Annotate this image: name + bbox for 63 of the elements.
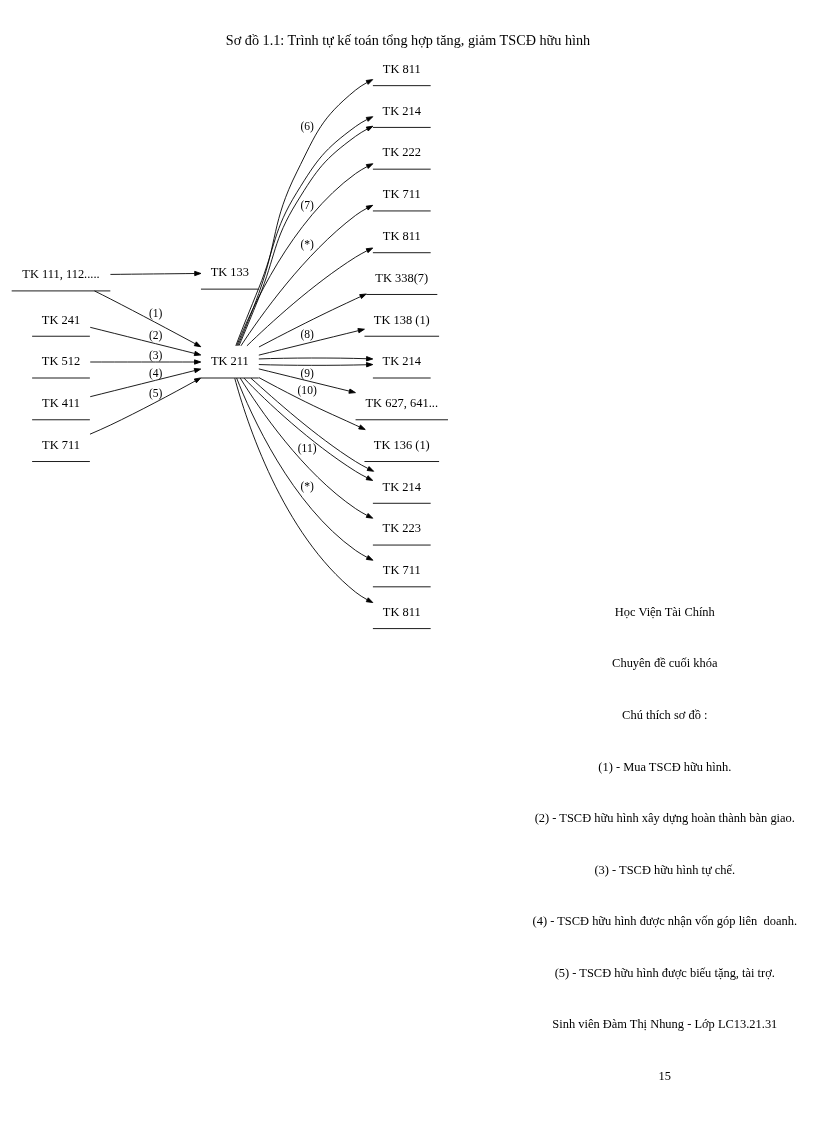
node-text: TK 338(7) — [375, 270, 429, 285]
arrow — [110, 270, 202, 277]
node-text: TK 214 — [382, 479, 421, 494]
label: 15 — [658, 1068, 672, 1083]
node-text: TK 138 (1) — [373, 312, 430, 327]
node-text: TK 133 — [210, 265, 250, 280]
edge-label: (10) — [297, 384, 317, 397]
label: (5) - TSCĐ hữu hình được biếu tặng, tài trợ. — [554, 965, 775, 980]
node-text: TK 214 — [382, 354, 421, 369]
arrow — [258, 293, 367, 348]
node-text: TK 222 — [382, 145, 421, 160]
label: Sinh viên Đàm Thị Nhung - Lớp LC13.21.31 — [552, 1017, 778, 1032]
arrow — [258, 362, 374, 368]
arrow — [240, 204, 374, 347]
edge-label: (4) — [148, 366, 163, 379]
arrow — [234, 377, 374, 603]
arrow — [236, 163, 374, 347]
node-text: TK 811 — [382, 229, 421, 243]
arrow — [89, 326, 202, 356]
arrow — [89, 377, 202, 435]
arrow — [94, 290, 202, 348]
label: Học Viện Tài Chính — [614, 604, 715, 619]
label: Chuyên đề cuối khóa — [612, 656, 718, 671]
node-text: TK 136 (1) — [373, 437, 430, 452]
arrow — [258, 356, 374, 362]
node-text: TK 223 — [382, 521, 421, 536]
edge-label: (2) — [148, 329, 163, 342]
edge-label: (11) — [297, 442, 317, 455]
node-text: TK 711 — [382, 563, 421, 578]
node-text: TK 214 — [382, 103, 421, 118]
edge-label: (*) — [300, 237, 314, 250]
node-text: TK 211 — [210, 354, 249, 369]
node-text: TK 711 — [382, 187, 421, 202]
edge-label: (6) — [300, 119, 314, 132]
diagram-title: Sơ đồ 1.1: Trình tự kế toán tổng hợp tăng, giảm TSCĐ hữu hình — [225, 32, 591, 49]
label: (3) - TSCĐ hữu hình tự chế. — [594, 862, 736, 877]
edge-label: (9) — [300, 366, 314, 379]
edge-label: (7) — [300, 198, 314, 211]
label: (1) - Mua TSCĐ hữu hình. — [598, 759, 732, 774]
edge-label: (8) — [300, 328, 314, 341]
arrow — [258, 377, 366, 430]
label: Chú thích sơ đồ : — [622, 707, 708, 722]
arrow — [89, 368, 202, 398]
arrow — [239, 377, 374, 519]
node-text: TK 711 — [42, 437, 80, 452]
edge-label: (1) — [148, 307, 163, 320]
node-text: TK 811 — [382, 604, 421, 619]
label: (2) - TSCĐ hữu hình xây dựng hoàn thành bàn giao. — [534, 811, 795, 826]
node-text: TK 811 — [382, 61, 421, 76]
arrow — [89, 359, 202, 365]
arrow — [258, 368, 356, 394]
arrow — [246, 247, 374, 347]
node-text: TK 411 — [42, 396, 80, 411]
arrow — [258, 328, 365, 356]
arrow — [236, 377, 374, 561]
node-text: TK 512 — [41, 354, 81, 369]
label: (4) - TSCĐ hữu hình được nhận vốn góp liên doanh. — [532, 914, 798, 929]
node-text: TK 241 — [41, 312, 81, 327]
edge-label: (5) — [148, 387, 163, 400]
edge-label: (3) — [148, 348, 163, 361]
node-text: TK 627, 641... — [365, 396, 439, 411]
edge-label: (*) — [300, 480, 314, 493]
node-text: TK 111, 112..... — [22, 267, 100, 282]
